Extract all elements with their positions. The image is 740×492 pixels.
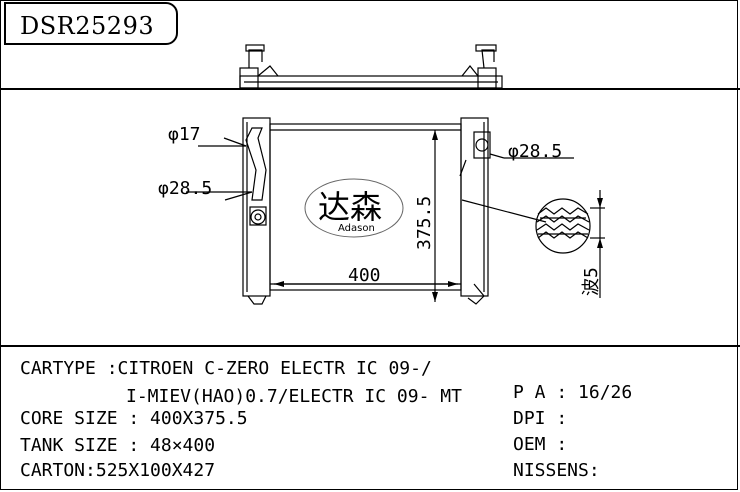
dimension-lines	[186, 130, 605, 302]
spec-cartype-line1: CARTYPE :CITROEN C-ZERO ELECTR IC 09-/	[20, 358, 432, 379]
fin-label: 波5	[581, 267, 602, 296]
logo-brand: Adason	[338, 223, 375, 234]
logo-ellipse	[304, 178, 404, 238]
spec-cartype-line2: I-MIEV(HAO)0.7/ELECTR IC 09- MT	[126, 386, 462, 407]
model-code: DSR25293	[20, 12, 155, 40]
specs-divider	[0, 345, 740, 347]
dim-height: 375.5	[414, 196, 435, 250]
spec-oem: OEM :	[513, 434, 568, 455]
spec-dpi: DPI :	[513, 408, 568, 429]
spec-nissens: NISSENS:	[513, 460, 600, 481]
top-view	[239, 44, 503, 89]
spec-core-size: CORE SIZE : 400X375.5	[20, 408, 248, 429]
model-code-tab: DSR25293	[4, 2, 178, 45]
spec-tank-size: TANK SIZE : 48×400	[20, 435, 216, 456]
spec-pa: P A : 16/26	[513, 382, 633, 403]
adason-logo: 达森 Adason	[318, 188, 382, 234]
dim-pipe-lower: φ28.5	[158, 178, 212, 199]
spec-carton: CARTON:525X100X427	[20, 460, 216, 481]
fin-detail	[535, 198, 591, 254]
dim-width: 400	[348, 265, 381, 286]
logo-characters: 达森	[318, 188, 382, 226]
dim-pipe-upper: φ17	[168, 124, 201, 145]
header-divider	[0, 88, 740, 90]
dim-pipe-right: φ28.5	[508, 141, 562, 162]
